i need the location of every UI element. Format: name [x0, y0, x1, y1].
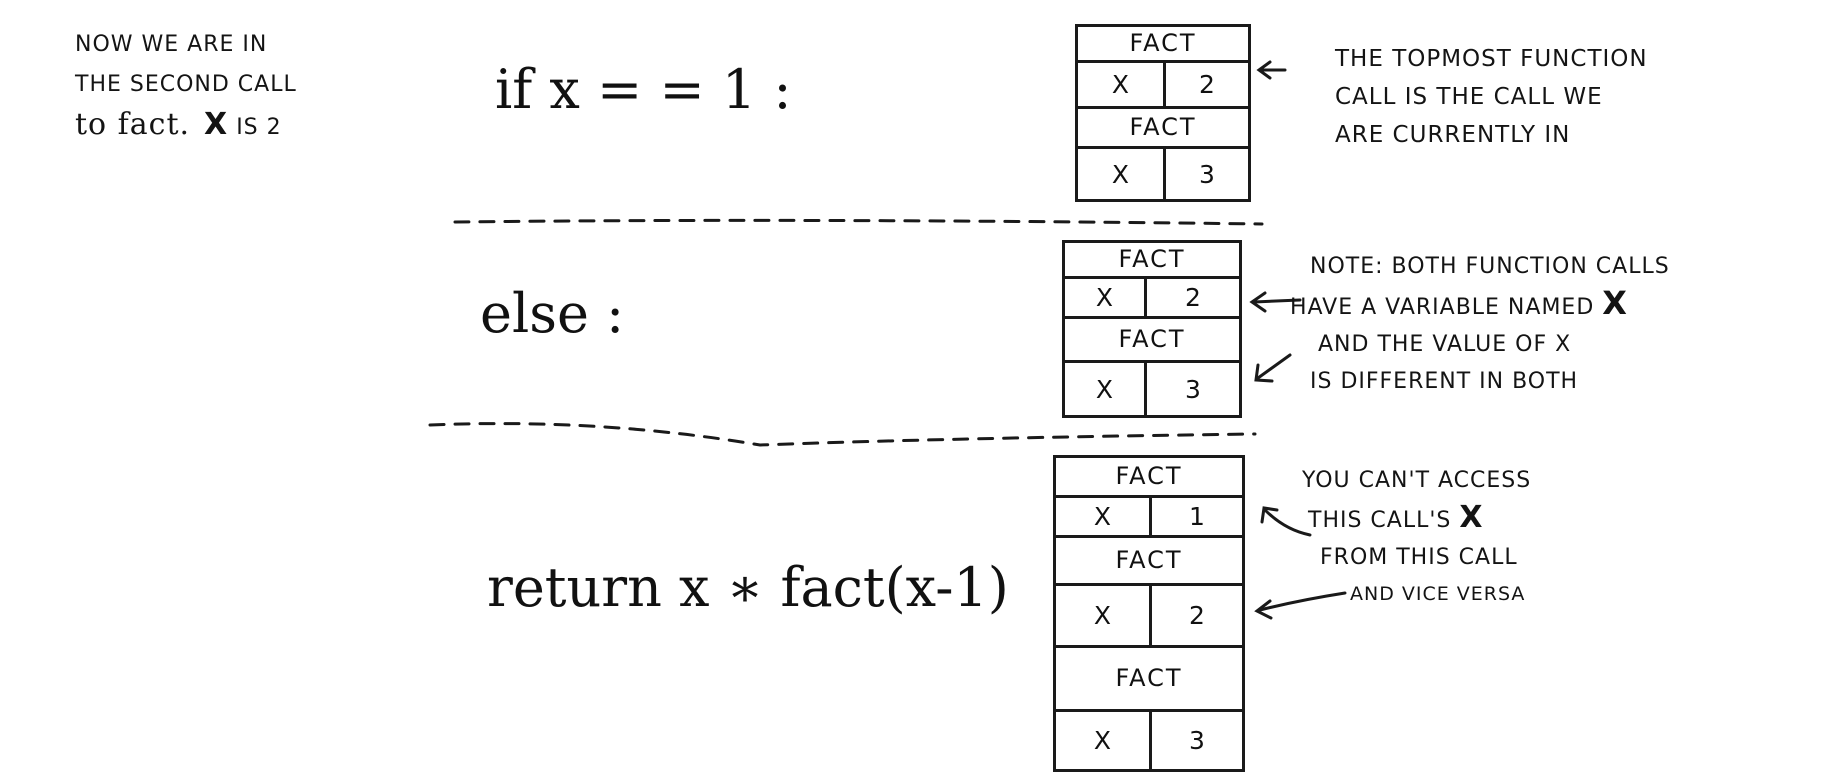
intro-line-1: NOW WE ARE IN [75, 32, 268, 57]
variable-name-cell: X [1065, 279, 1147, 316]
variable-name-cell: X [1056, 586, 1152, 645]
frame-variable-row: X 2 [1056, 586, 1242, 648]
variable-name-cell: X [1056, 712, 1152, 769]
note-access-line-3: FROM THIS CALL [1320, 545, 1518, 570]
frame-label: FACT [1065, 319, 1239, 363]
frame-variable-row: X 1 [1056, 498, 1242, 538]
frame-variable-row: X 2 [1078, 63, 1248, 109]
variable-value-cell: 2 [1199, 70, 1215, 99]
frame-label: FACT [1056, 458, 1242, 498]
frame-variable-row: X 3 [1078, 149, 1248, 199]
frame-variable-row: X 3 [1056, 712, 1242, 769]
note-topmost-line-2: CALL IS THE CALL WE [1335, 84, 1603, 110]
note-topmost-line-3: ARE CURRENTLY IN [1335, 122, 1571, 148]
code-if-line: if x = = 1 : [495, 58, 792, 121]
frame-label: FACT [1056, 648, 1242, 712]
variable-name-cell: X [1078, 63, 1166, 106]
arrow-both-2 [1254, 353, 1292, 383]
dashed-separator-2 [428, 422, 1257, 447]
variable-value-cell: 1 [1189, 502, 1205, 531]
note-topmost-call: THE TOPMOST FUNCTION CALL IS THE CALL WE… [1335, 40, 1648, 154]
note-both-calls: NOTE: BOTH FUNCTION CALLS HAVE A VARIABL… [1290, 248, 1670, 400]
arrow-topmost [1256, 60, 1287, 80]
note-access-line-1: YOU CAN'T ACCESS [1302, 468, 1532, 493]
variable-value-cell: 3 [1199, 159, 1215, 189]
variable-name-cell: X [1078, 149, 1166, 199]
intro-line-2: THE SECOND CALL [75, 72, 297, 97]
frame-label: FACT [1065, 243, 1239, 279]
variable-name-cell: X [1056, 498, 1152, 535]
arrow-both-1 [1249, 291, 1302, 313]
arrow-access-1 [1260, 506, 1312, 537]
intro-line-3: to fact. X IS 2 [75, 105, 297, 148]
call-stack-1: FACT X 2 FACT X 3 [1075, 24, 1251, 202]
note-access-line-2-text: THIS CALL'S [1308, 508, 1452, 533]
variable-value-cell: 3 [1185, 374, 1201, 404]
code-return-line: return x ∗ fact(x-1) [487, 556, 1009, 619]
note-access-x-var: X [1459, 500, 1484, 535]
variable-name-cell: X [1065, 363, 1147, 415]
note-cant-access: YOU CAN'T ACCESS THIS CALL'S X FROM THIS… [1300, 462, 1531, 613]
arrow-access-2 [1254, 591, 1347, 620]
note-both-line-3: AND THE VALUE OF X [1318, 332, 1572, 357]
variable-value-cell: 2 [1185, 283, 1201, 312]
call-stack-2: FACT X 2 FACT X 3 [1062, 240, 1242, 418]
call-stack-3: FACT X 1 FACT X 2 FACT X 3 [1053, 455, 1245, 772]
intro-note: NOW WE ARE IN THE SECOND CALL to fact. X… [75, 25, 297, 148]
note-both-line-4: IS DIFFERENT IN BOTH [1310, 369, 1579, 394]
intro-fact-text: to fact. [75, 107, 191, 142]
intro-value-text: IS 2 [236, 115, 282, 140]
frame-label: FACT [1078, 27, 1248, 63]
frame-label: FACT [1078, 109, 1248, 149]
variable-value-cell: 3 [1189, 726, 1205, 755]
note-both-line-2: HAVE A VARIABLE NAMED X [1290, 285, 1670, 326]
note-both-x-var: X [1602, 284, 1628, 322]
note-access-line-2: THIS CALL'S X [1308, 499, 1531, 539]
frame-variable-row: X 2 [1065, 279, 1239, 319]
frame-label: FACT [1056, 538, 1242, 586]
dashed-separator-1 [453, 218, 1264, 226]
note-both-line-2-text: HAVE A VARIABLE NAMED [1290, 295, 1595, 320]
note-access-line-4: AND VICE VERSA [1350, 583, 1526, 605]
code-else-line: else : [480, 282, 625, 345]
note-topmost-line-1: THE TOPMOST FUNCTION [1335, 46, 1648, 72]
intro-x-var: X [204, 107, 229, 142]
note-both-line-1: NOTE: BOTH FUNCTION CALLS [1310, 254, 1670, 279]
frame-variable-row: X 3 [1065, 363, 1239, 415]
variable-value-cell: 2 [1189, 601, 1205, 630]
